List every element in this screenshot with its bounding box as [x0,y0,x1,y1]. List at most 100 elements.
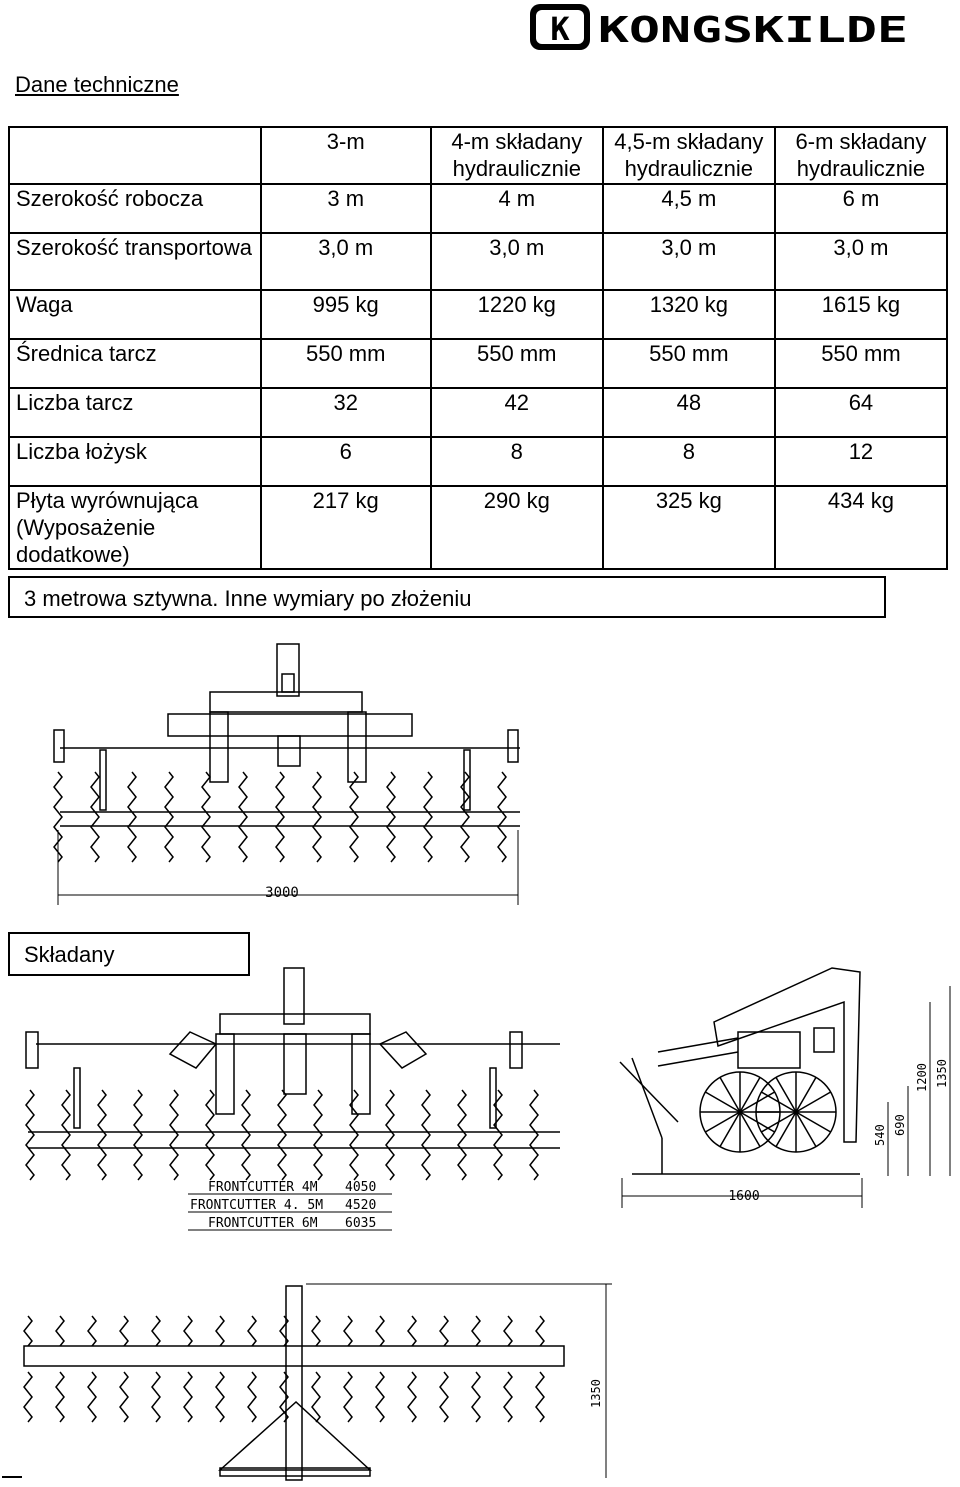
wheel-spoke [719,1076,741,1113]
disc-profile [164,771,174,863]
height-label: 1200 [915,1063,929,1092]
table-cell: 48 [601,387,776,438]
disc-profile [201,771,211,863]
side-view-drawing: 1600 540 690 1200 1350 [619,967,951,1208]
width-model-label: FRONTCUTTER 6M [208,1216,318,1231]
table-cell: 6 m [773,183,949,234]
disc-profile [119,1315,129,1347]
side-height-labels: 540 690 1200 1350 [873,1059,949,1146]
folded-frame [25,967,560,1149]
page-footer-mark [2,1476,22,1478]
wheel-spoke [775,1111,797,1148]
disc-profile [529,1089,539,1181]
wheel-spoke [760,1091,797,1113]
page-heading: Dane techniczne [15,72,179,97]
disc-profile [349,771,359,863]
disc-profile [119,1371,129,1423]
disc-profile [439,1371,449,1423]
table-row: Szerokość robocza 3 m 4 m 4,5 m 6 m [8,183,949,234]
top-frame [23,1285,565,1481]
row-label: Liczba tarcz [8,387,262,438]
disc-profile [503,1371,513,1423]
wheel-spoke [795,1091,832,1113]
table-cell: 3 m [259,183,432,234]
table-header-row: 3-m 4-m składany hydraulicznie 4,5-m skł… [8,126,949,185]
disc-profile [503,1315,513,1347]
disc-profile [313,1089,323,1181]
disc-profile [439,1315,449,1347]
kongskilde-logo: K KONGSKILDE [530,4,908,51]
height-label: 690 [893,1114,907,1136]
disc-profile [53,771,63,863]
row-label: Płyta wyrównująca (Wyposażenie dodatkowe… [8,485,262,570]
table-cell: 42 [429,387,604,438]
height-label: 1350 [935,1059,949,1088]
disc-profile [87,1315,97,1347]
side-length-label: 1600 [728,1189,759,1204]
rigid-disc-row [53,771,507,863]
row-label: Szerokość robocza [8,183,262,234]
table-cell: 290 kg [429,485,604,570]
side-frame [619,967,861,1175]
disc-profile [87,1371,97,1423]
width-value-label: 6035 [345,1216,376,1231]
width-value-label: 4520 [345,1198,376,1213]
dimensions-note: 3 metrowa sztywna. Inne wymiary po złoże… [8,576,886,618]
table-cell: 8 [429,436,604,487]
column-header: 4-m składany hydraulicznie [429,126,604,185]
table-cell: 3,0 m [601,232,776,291]
table-row: Liczba tarcz 32 42 48 64 [8,387,949,438]
disc-profile [275,771,285,863]
table-cell: 12 [773,436,949,487]
disc-profile [25,1089,35,1181]
table-cell: 995 kg [259,289,432,340]
rigid-front-drawing: 3000 [53,643,520,905]
disc-profile [23,1315,33,1347]
folded-disc-row [25,1089,539,1181]
row-label: Szerokość transportowa [8,232,262,291]
disc-profile [311,1371,321,1423]
disc-profile [133,1089,143,1181]
disc-profile [407,1315,417,1347]
wheel-spoke [795,1076,817,1113]
disc-profile [493,1089,503,1181]
disc-profile [127,771,137,863]
disc-profile [460,771,470,863]
disc-profile [535,1371,545,1423]
disc-profile [386,771,396,863]
disc-profile [247,1371,257,1423]
disc-profile [343,1371,353,1423]
disc-profile [205,1089,215,1181]
width-value-label: 4050 [345,1180,376,1195]
wheel-spoke [775,1076,797,1113]
rigid-width-label: 3000 [265,885,299,901]
disc-profile [183,1371,193,1423]
column-header: 4,5-m składany hydraulicznie [601,126,776,185]
disc-profile [238,771,248,863]
table-cell: 217 kg [259,485,432,570]
rigid-width-dimension [57,830,519,905]
logo-wordmark: KONGSKILDE [598,10,908,51]
disc-profile [311,1315,321,1347]
disc-profile [23,1371,33,1423]
folded-section-label: Składany [8,932,250,976]
folded-width-dimensions [188,1193,392,1231]
disc-profile [421,1089,431,1181]
table-row: Płyta wyrównująca (Wyposażenie dodatkowe… [8,485,949,570]
table-cell: 325 kg [601,485,776,570]
wheel-spoke [739,1076,761,1113]
disc-profile [277,1089,287,1181]
disc-profile [407,1371,417,1423]
wheel-spoke [719,1111,741,1148]
wheel-spoke [739,1111,761,1148]
disc-profile [241,1089,251,1181]
disc-profile [349,1089,359,1181]
disc-profile [55,1315,65,1347]
disc-profile [471,1315,481,1347]
rigid-frame [53,643,520,827]
table-cell: 550 mm [601,338,776,389]
table-cell: 1220 kg [429,289,604,340]
disc-profile [183,1315,193,1347]
wheel-spoke [760,1111,797,1133]
disc-profile [312,771,322,863]
